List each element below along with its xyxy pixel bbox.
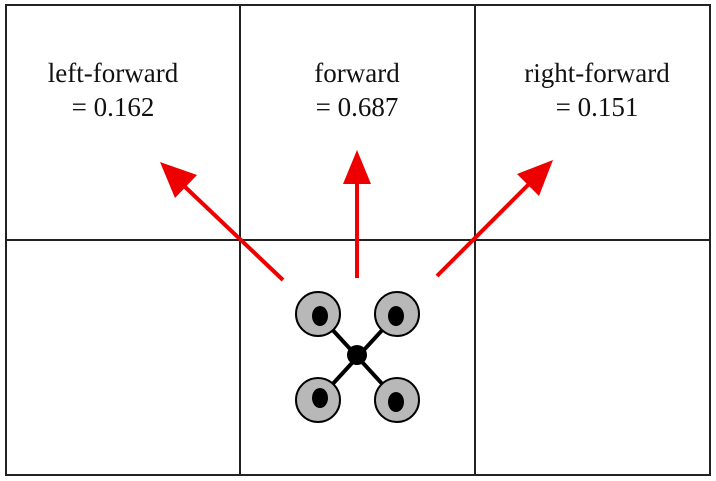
drone-body <box>347 345 367 365</box>
label-right-forward-name: right-forward <box>524 58 670 88</box>
rotor-bottom-left <box>295 377 341 423</box>
label-right-forward-value: = 0.151 <box>556 92 639 122</box>
rotor-top-right <box>374 291 420 337</box>
quadcopter-icon <box>295 291 420 423</box>
label-forward-name: forward <box>314 58 400 88</box>
label-forward-value: = 0.687 <box>316 92 399 122</box>
label-left-forward-name: left-forward <box>48 58 179 88</box>
label-left-forward-value: = 0.162 <box>72 92 155 122</box>
rotor-top-left <box>295 291 341 337</box>
arrow-right-forward <box>435 160 553 278</box>
rotor-bottom-right <box>374 377 420 423</box>
cell-labels: left-forward = 0.162 forward = 0.687 rig… <box>48 58 670 122</box>
direction-arrows <box>160 150 553 282</box>
arrow-forward <box>343 150 371 278</box>
arrow-left-forward <box>160 162 285 282</box>
